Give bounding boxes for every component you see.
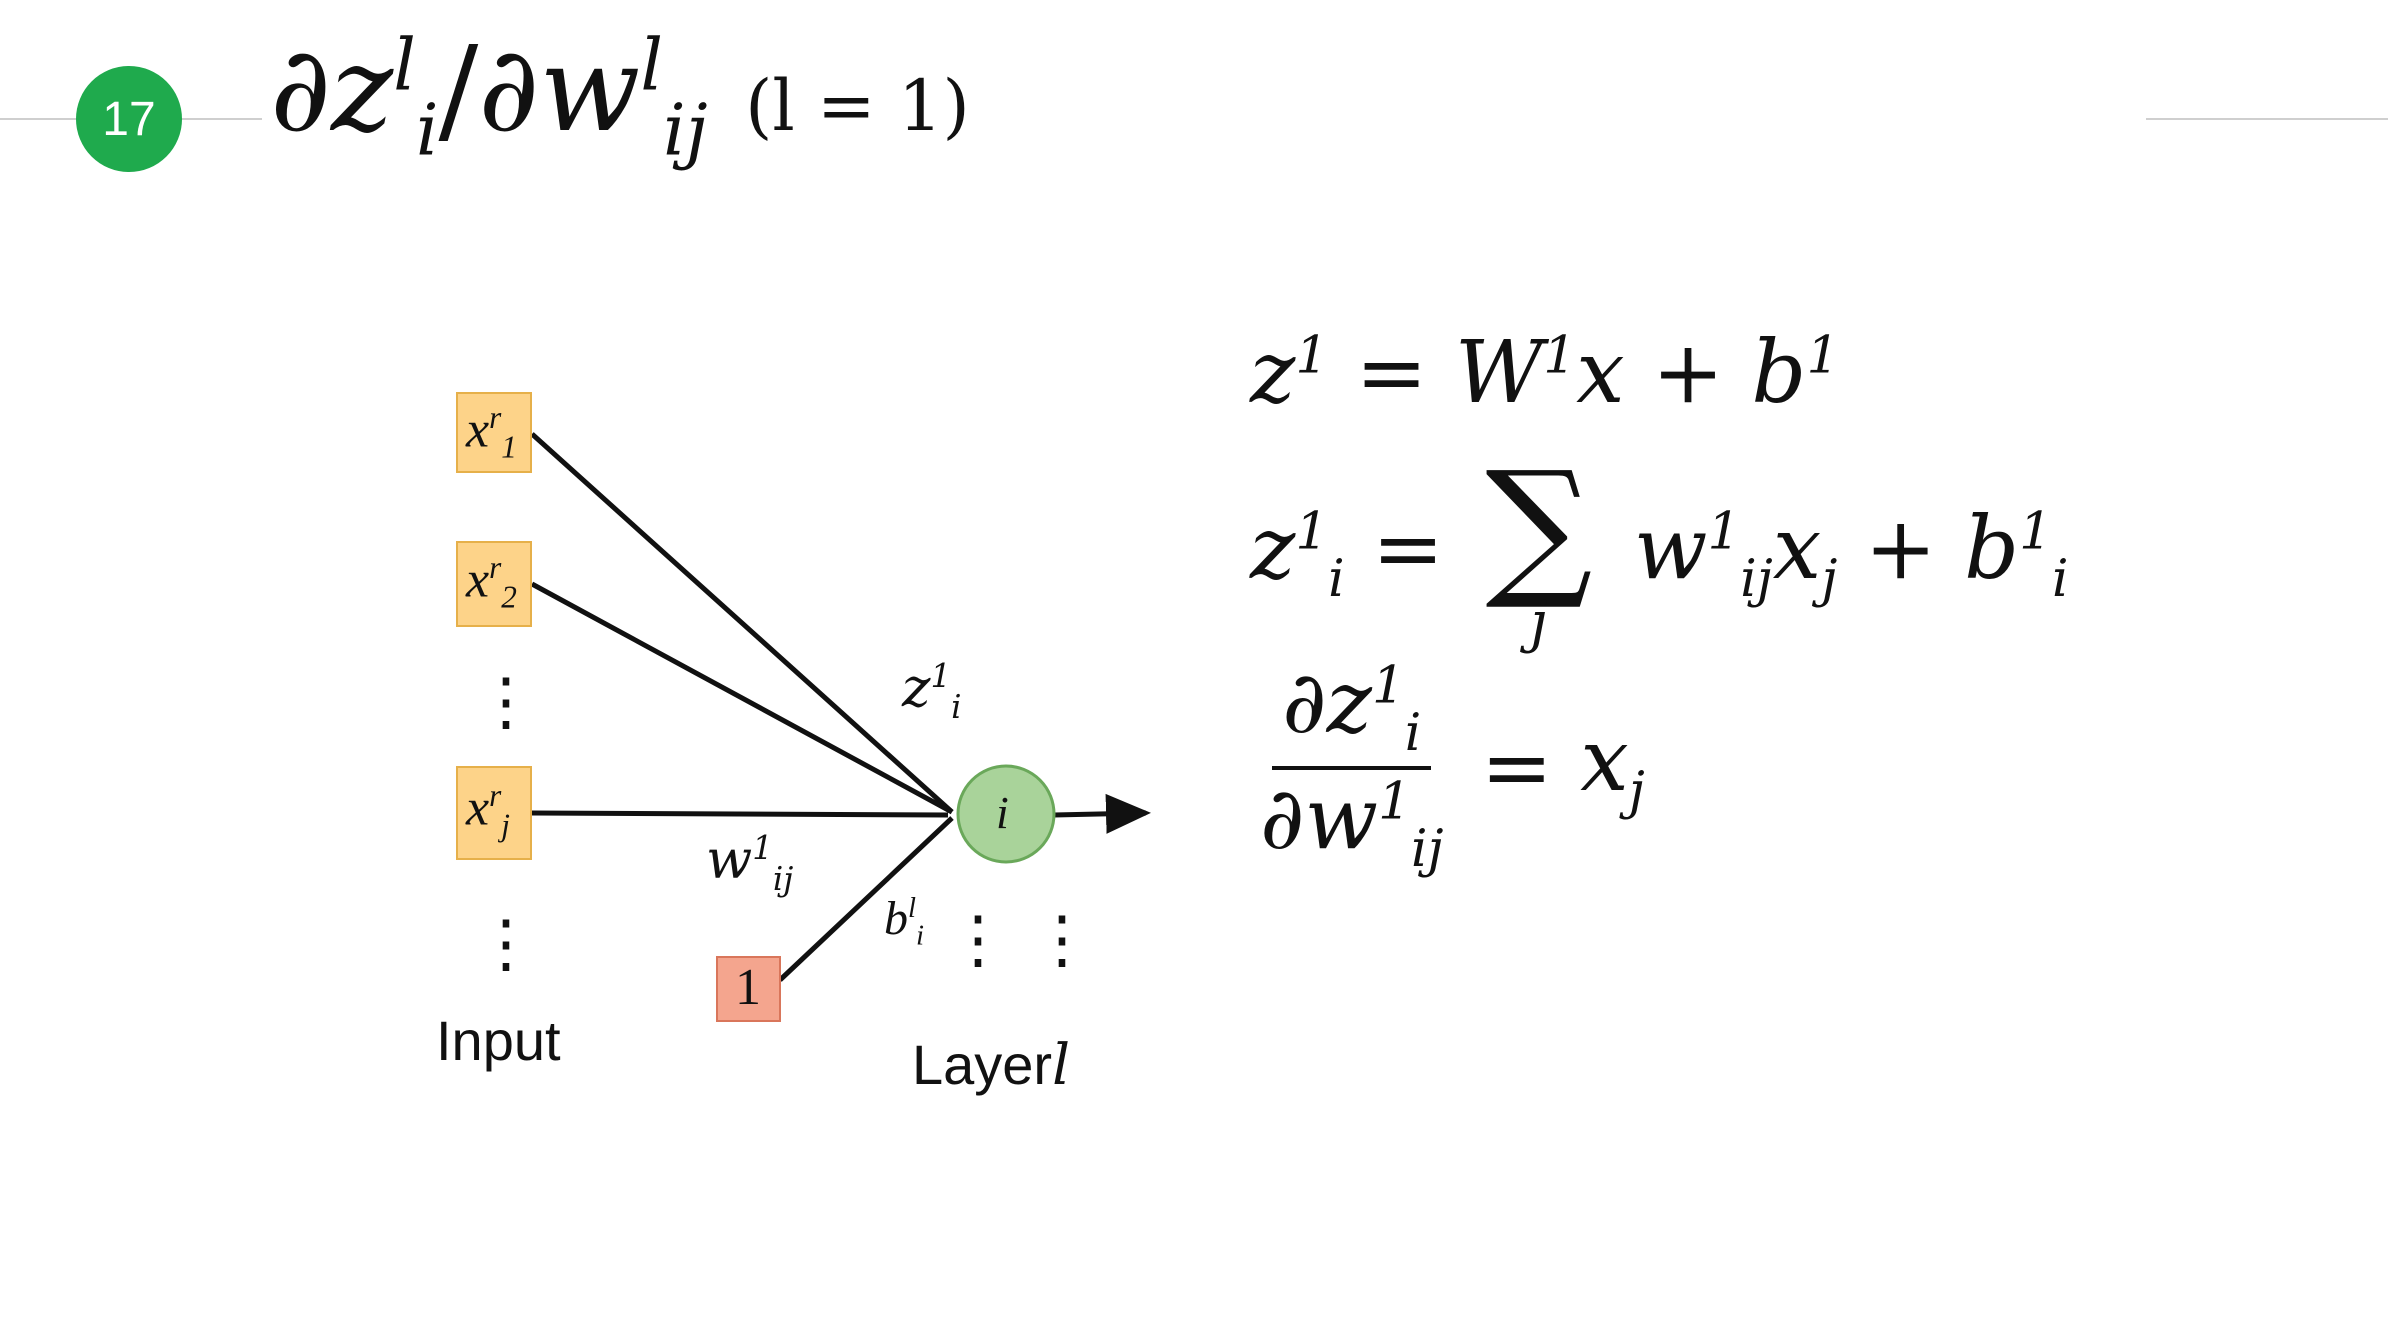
neuron-label: i (996, 787, 1009, 838)
title-condition: (l = 1) (745, 65, 970, 147)
input-label-x2: xr2 (466, 550, 517, 615)
layer-caption: Layerl (912, 1033, 1071, 1098)
input-caption: Input (436, 1009, 561, 1072)
z-label: z1i (902, 656, 962, 726)
equation-2: z1i = ∑j w1ijxj + b1i (1250, 440, 2069, 655)
input-box-x2 (456, 541, 532, 627)
ellipsis-inputs-1: ⋮ (474, 665, 538, 739)
edge-x2 (530, 581, 954, 815)
bias-label: bli (884, 892, 925, 952)
input-label-xj: xrj (466, 778, 510, 843)
ellipsis-layer-1: ⋮ (946, 903, 1010, 977)
input-box-x1 (456, 392, 532, 473)
neuron-circle (956, 764, 1056, 864)
bias-input-label: 1 (735, 959, 761, 1016)
slide-number-badge: 17 (76, 66, 182, 172)
bias-input-box (716, 956, 781, 1022)
input-box-xj (456, 766, 532, 860)
output-arrow (1053, 793, 1151, 834)
edge-bias (778, 816, 954, 982)
edge-x1 (530, 432, 954, 814)
ellipsis-inputs-2: ⋮ (474, 907, 538, 981)
equation-1: z1 = W1x + b1 (1250, 323, 1840, 423)
summation: ∑j (1485, 440, 1593, 655)
equation-3: ∂z1i ∂w1ij = xj (1250, 660, 1645, 876)
input-label-x1: xr1 (466, 400, 517, 465)
ellipsis-layer-2: ⋮ (1030, 903, 1094, 977)
slide-title: ∂zli/∂wlij (l = 1) (270, 20, 970, 172)
top-rule-right (2146, 118, 2388, 120)
edge-xj (531, 810, 949, 818)
weight-label: w1ij (706, 828, 794, 898)
derivative-fraction: ∂z1i ∂w1ij (1260, 653, 1444, 879)
